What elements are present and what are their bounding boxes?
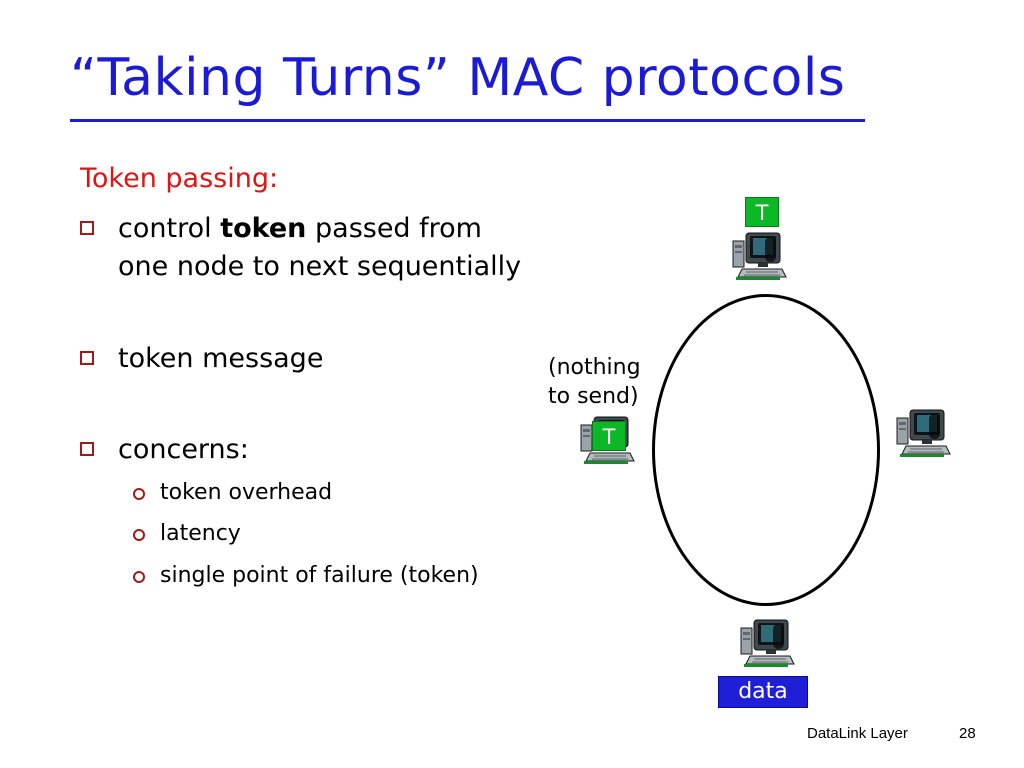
footer-section: DataLink Layer (807, 725, 908, 742)
slide-title: “Taking Turns” MAC protocols (70, 48, 846, 108)
sub-bullet-latency: latency (133, 519, 241, 549)
bullet-text: token message (118, 343, 324, 374)
circle-bullet-icon (133, 488, 145, 500)
data-label: data (718, 676, 808, 708)
section-heading: Token passing: (80, 163, 279, 194)
sub-bullet-overhead: token overhead (133, 478, 332, 508)
sub-bullet-text: single point of failure (token) (160, 563, 479, 588)
bullet-token-message: token message (80, 340, 323, 378)
sub-bullet-single-point-of-failure: single point of failure (token) (133, 561, 479, 591)
token-label-top: T (745, 197, 779, 227)
desktop-computer-icon (732, 231, 788, 281)
title-underline (70, 119, 865, 122)
circle-bullet-icon (133, 529, 145, 541)
circle-bullet-icon (133, 571, 145, 583)
bullet-text: concerns: (118, 434, 249, 465)
sub-bullet-text: token overhead (160, 480, 333, 505)
note-line-2: to send) (548, 384, 639, 409)
desktop-computer-icon (740, 618, 796, 668)
square-bullet-icon (80, 442, 94, 456)
bullet-control-token: control token passed from one node to ne… (80, 210, 521, 286)
bullet-text-part: passed from (306, 213, 482, 244)
token-label-left: T (592, 421, 626, 451)
page-number: 28 (959, 725, 976, 742)
token-ring (652, 294, 880, 606)
nothing-to-send-note: (nothing to send) (548, 353, 641, 411)
bullet-text-part: control (118, 213, 221, 244)
square-bullet-icon (80, 221, 94, 235)
bullet-concerns: concerns: (80, 431, 249, 469)
desktop-computer-icon (896, 408, 952, 458)
note-line-1: (nothing (548, 355, 641, 380)
square-bullet-icon (80, 351, 94, 365)
bullet-bold-term: token (220, 213, 307, 244)
bullet-text-line2: one node to next sequentially (118, 251, 522, 282)
sub-bullet-text: latency (160, 521, 241, 546)
